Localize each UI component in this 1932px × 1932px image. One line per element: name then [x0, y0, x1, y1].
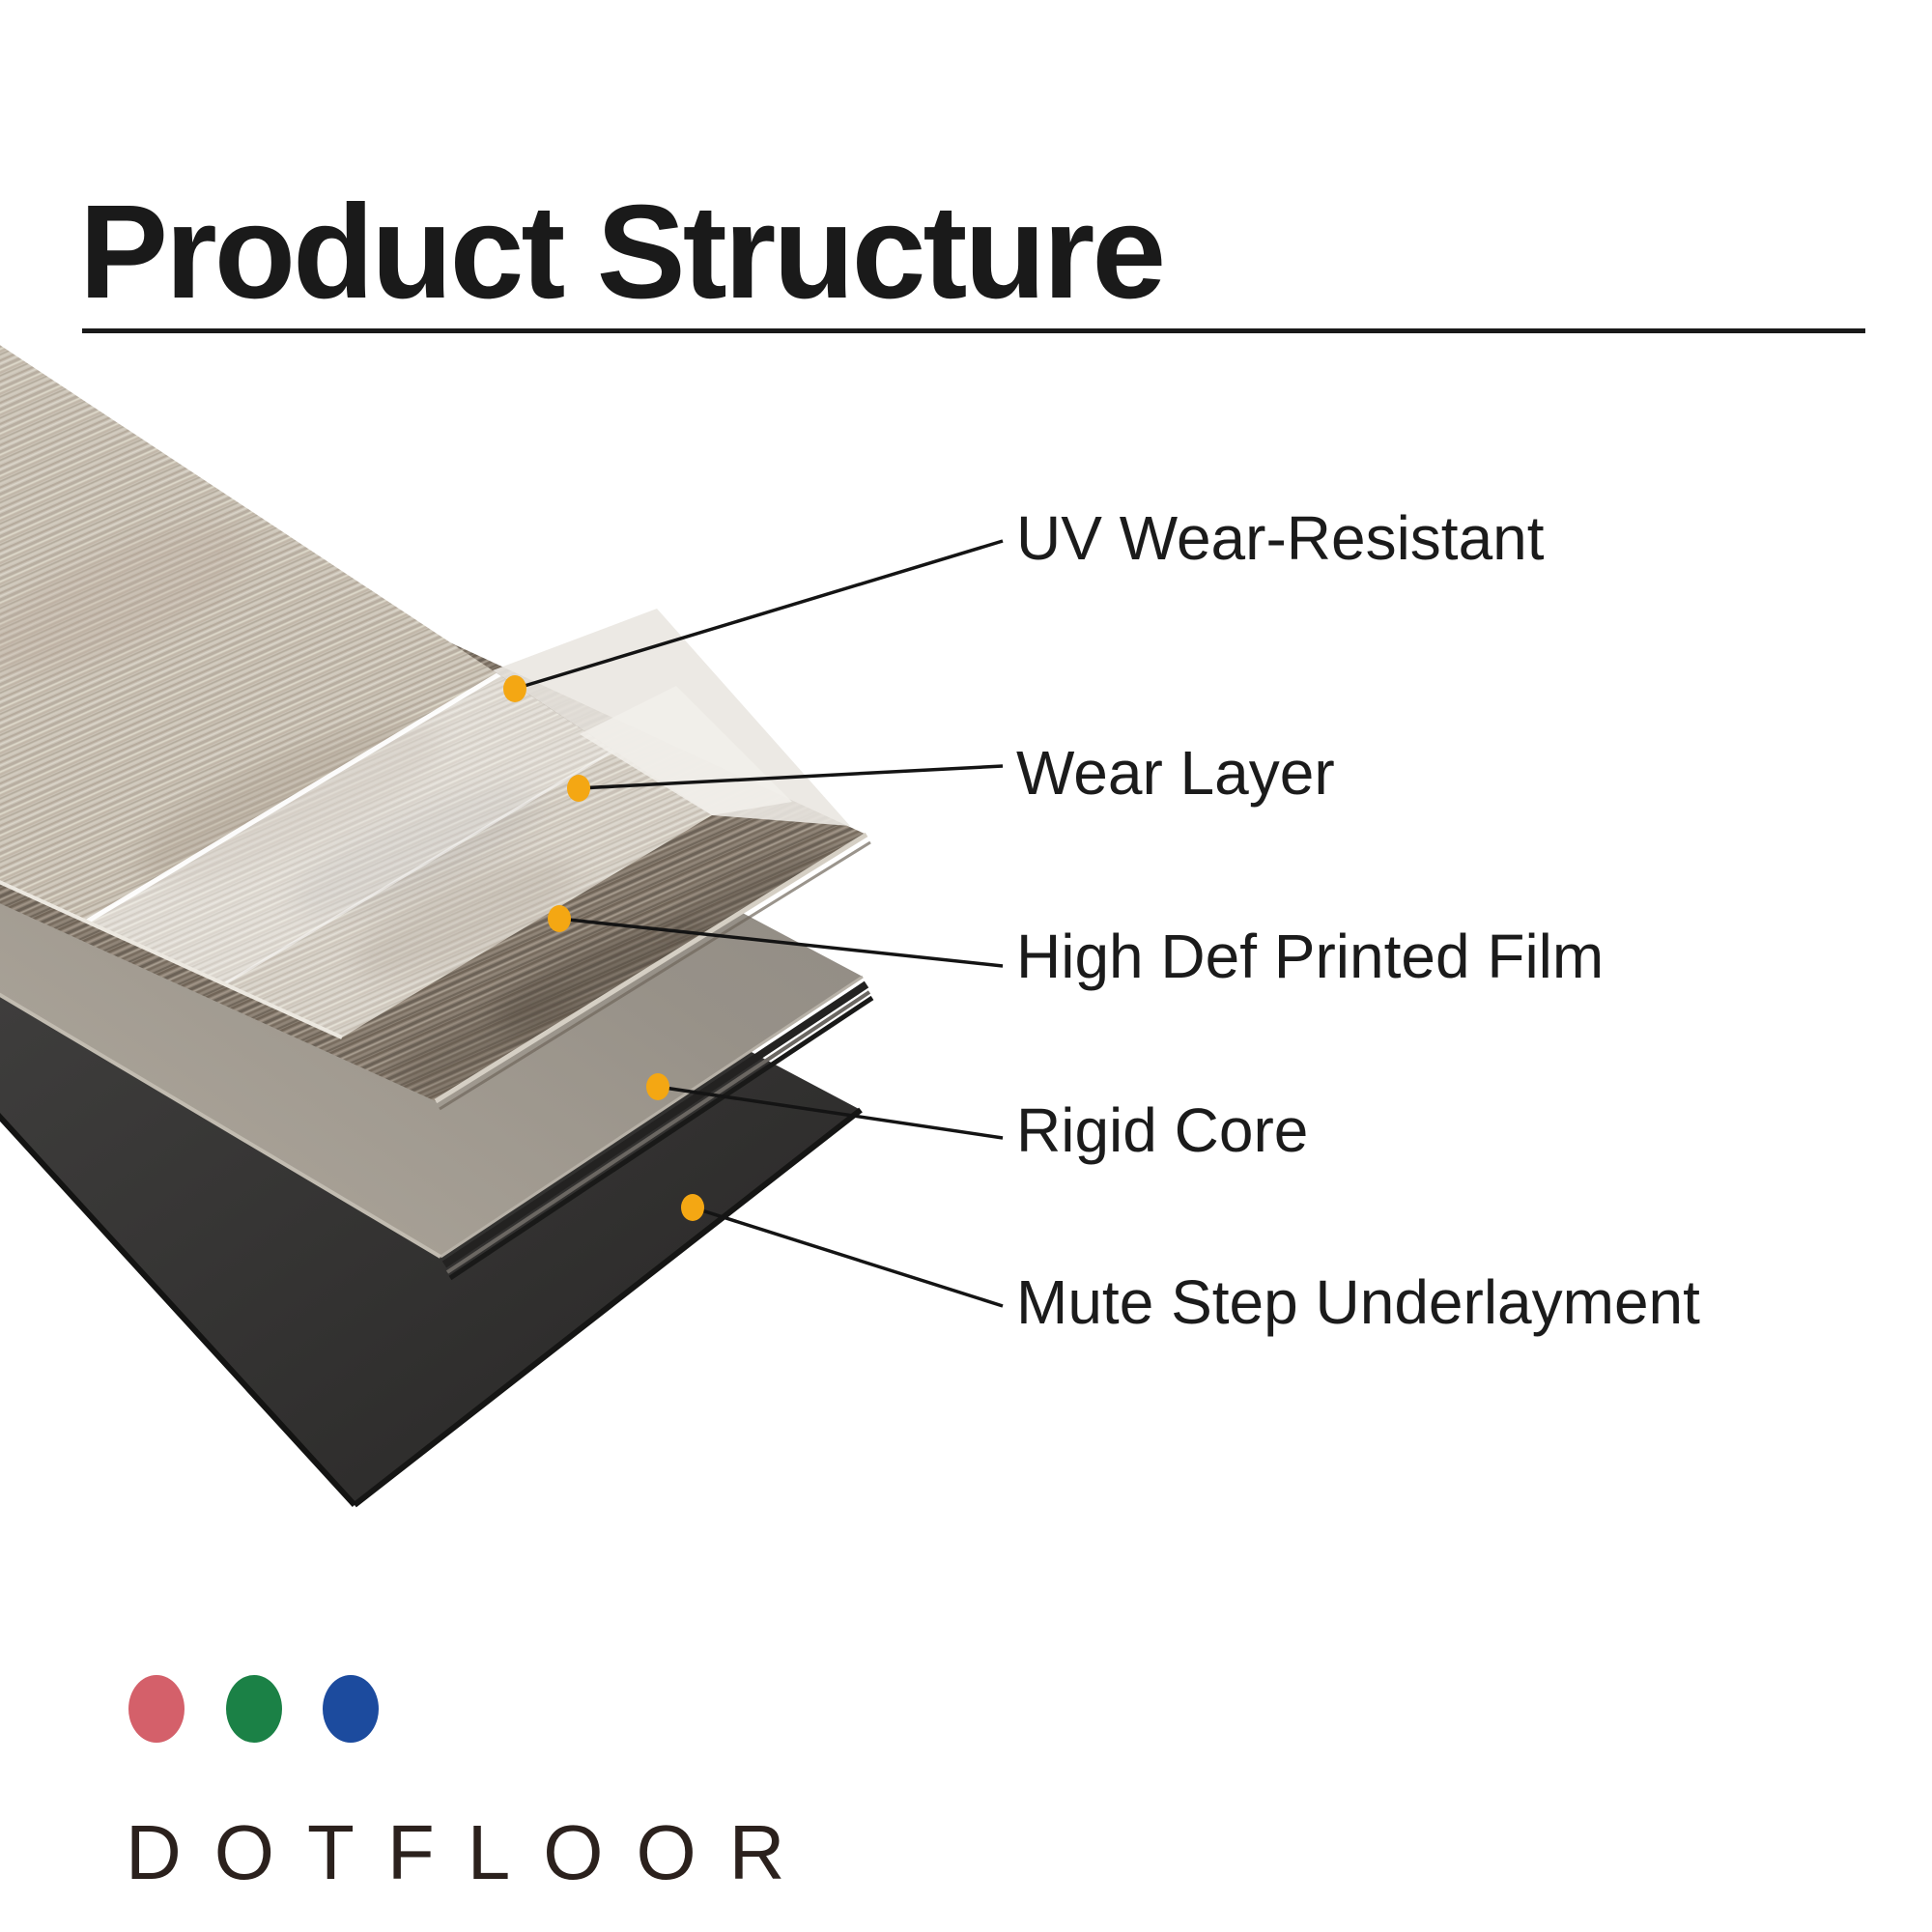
page-title: Product Structure [79, 178, 1166, 327]
callout-dot-core [646, 1073, 669, 1100]
leader-line-uv [514, 539, 1004, 691]
callout-leader-lines [514, 539, 1004, 1308]
leader-line-wear [578, 764, 1004, 790]
wear-layer-band [0, 481, 712, 1037]
callout-dots [503, 675, 704, 1221]
layer-label-mute-step-underlayment: Mute Step Underlayment [1016, 1267, 1700, 1337]
layer-label-rigid-core: Rigid Core [1016, 1095, 1309, 1165]
leader-line-core [657, 1085, 1004, 1140]
logo-dot-blue [323, 1675, 379, 1743]
callout-dot-underlayment [681, 1194, 704, 1221]
uv-layer-band [0, 342, 712, 1037]
layer-label-uv-wear-resistant: UV Wear-Resistant [1016, 503, 1545, 573]
callout-dot-uv [503, 675, 526, 702]
uv-wear-overhang-sheets [493, 609, 850, 826]
leader-line-film [558, 917, 1004, 968]
callout-dot-wear [567, 775, 590, 802]
plank-top-layer [0, 342, 712, 1039]
logo-dot-green [226, 1675, 282, 1743]
title-divider-rule [82, 328, 1865, 333]
logo-dots [128, 1675, 379, 1743]
layer-label-high-def-printed-film: High Def Printed Film [1016, 922, 1605, 991]
layer-label-wear-layer: Wear Layer [1016, 738, 1335, 808]
callout-dot-film [548, 905, 571, 932]
leader-line-underlayment [692, 1206, 1004, 1308]
logo-dot-red [128, 1675, 185, 1743]
brand-wordmark: DOTFLOOR [126, 1809, 818, 1895]
